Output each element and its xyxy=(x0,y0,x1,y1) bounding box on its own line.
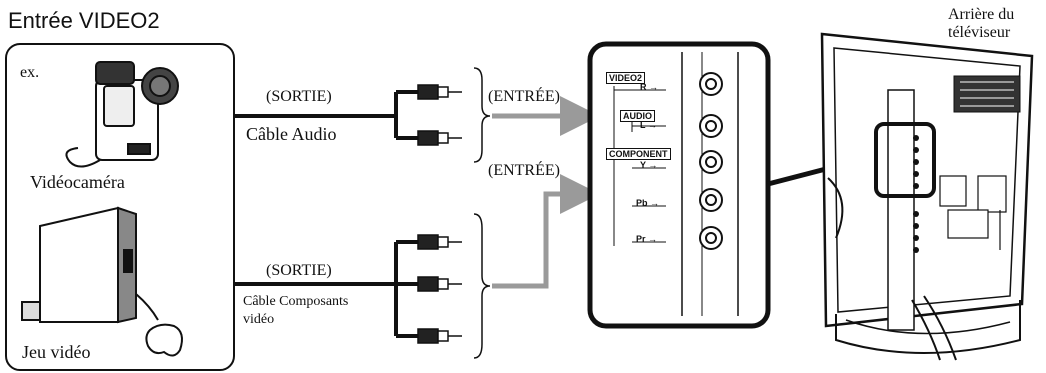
panel-y-text: Y xyxy=(640,160,646,170)
component-cable-label-line2: vidéo xyxy=(243,312,275,327)
source-devices-frame xyxy=(5,43,235,371)
audio-plug-2 xyxy=(417,130,462,146)
example-prefix: ex. xyxy=(20,64,40,81)
component-cable xyxy=(234,240,418,338)
game-label: Jeu vidéo xyxy=(22,342,91,362)
tv-back-label-line1: Arrière du xyxy=(948,6,1015,23)
tv-highlight-box xyxy=(874,122,936,198)
component-plug-pb xyxy=(417,276,462,292)
component-input-label: (ENTRÉE) xyxy=(488,162,560,179)
panel-l-text: L xyxy=(640,120,646,130)
audio-cable xyxy=(234,90,418,140)
jack-column xyxy=(699,72,723,250)
audio-plug-1 xyxy=(417,84,462,100)
audio-brace xyxy=(473,67,491,163)
jack-panel-zoom xyxy=(587,41,771,329)
camcorder-illustration xyxy=(65,61,179,168)
panel-leader-lines xyxy=(613,86,666,246)
panel-pb-label: Pb → xyxy=(636,198,660,208)
audio-output-label: (SORTIE) xyxy=(266,88,332,105)
camcorder-label: Vidéocaméra xyxy=(30,172,125,192)
panel-pb-text: Pb xyxy=(636,198,648,208)
component-plug-pr xyxy=(417,328,462,344)
component-input-arrow xyxy=(492,174,600,289)
panel-l-label: L → xyxy=(640,120,657,130)
panel-pr-label: Pr → xyxy=(636,234,658,244)
component-output-label: (SORTIE) xyxy=(266,262,332,279)
tv-back-illustration xyxy=(820,32,1034,361)
audio-input-label: (ENTRÉE) xyxy=(488,88,560,105)
component-brace xyxy=(473,213,491,359)
panel-video2-label: VIDEO2 xyxy=(606,72,646,84)
panel-r-label: R → xyxy=(640,82,659,92)
panel-y-label: Y → xyxy=(640,160,658,170)
audio-cable-label: Câble Audio xyxy=(246,124,337,144)
panel-pr-text: Pr xyxy=(636,234,646,244)
panel-r-text: R xyxy=(640,82,647,92)
panel-component-label: COMPONENT xyxy=(606,148,671,160)
panel-audio-label: AUDIO xyxy=(620,110,655,122)
game-console-illustration xyxy=(21,206,183,357)
component-cable-label-line1: Câble Composants xyxy=(243,294,349,309)
diagram-title: Entrée VIDEO2 xyxy=(8,8,160,33)
tv-back-label-line2: téléviseur xyxy=(948,24,1011,41)
component-plug-y xyxy=(417,234,462,250)
